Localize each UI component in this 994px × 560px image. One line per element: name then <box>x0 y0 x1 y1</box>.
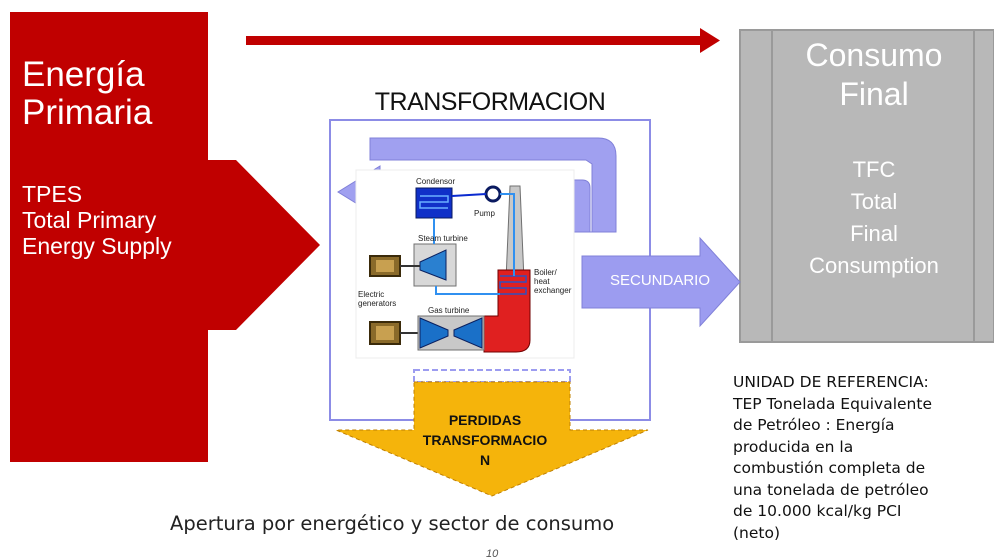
steam-turbine-unit <box>419 249 447 281</box>
gas-turbine-unit-b <box>453 317 483 349</box>
gas-turbine-label: Gas turbine <box>428 306 470 315</box>
secondary-label: SECUNDARIO <box>609 272 710 289</box>
pump-label: Pump <box>474 209 495 218</box>
losses-label: PERDIDAS TRANSFORMACIO N <box>422 412 548 468</box>
pump-unit <box>484 185 502 203</box>
condensor-unit <box>415 187 453 219</box>
pipe-condensor-pump <box>451 193 487 197</box>
top-red-arrow-head <box>700 28 720 53</box>
electric-generators-label: Electric generators <box>358 290 397 308</box>
final-consumption-subtitle: TFC Total Final Consumption <box>809 157 939 278</box>
primary-energy-subtitle: TPES Total Primary Energy Supply <box>22 181 172 259</box>
upper-generator-core <box>376 260 394 272</box>
boiler-coil <box>499 275 527 295</box>
page-number: 10 <box>486 548 499 560</box>
reference-unit-note: UNIDAD DE REFERENCIA: TEP Tonelada Equiv… <box>733 373 932 542</box>
losses-arrow <box>335 381 649 497</box>
final-consumption-title: Consumo Final <box>805 37 943 112</box>
primary-energy-block <box>10 12 320 462</box>
secondary-arrow <box>581 236 741 328</box>
transformation-title: TRANSFORMACION <box>374 88 606 116</box>
primary-energy-title: Energía Primaria <box>22 55 153 132</box>
lower-generator-core <box>376 326 394 340</box>
top-red-arrow-shaft <box>246 36 702 45</box>
boiler-label: Boiler/ heat exchanger <box>534 268 572 295</box>
feedwater-pipe <box>500 193 515 276</box>
condensor-coil <box>419 195 449 209</box>
gas-turbine-unit <box>419 317 449 349</box>
final-consumption-box <box>739 29 994 343</box>
footer-caption: Apertura por energético y sector de cons… <box>170 512 615 535</box>
condensor-label: Condensor <box>416 177 456 186</box>
steam-pipe <box>435 286 500 295</box>
steam-turbine-label: Steam turbine <box>418 234 468 243</box>
